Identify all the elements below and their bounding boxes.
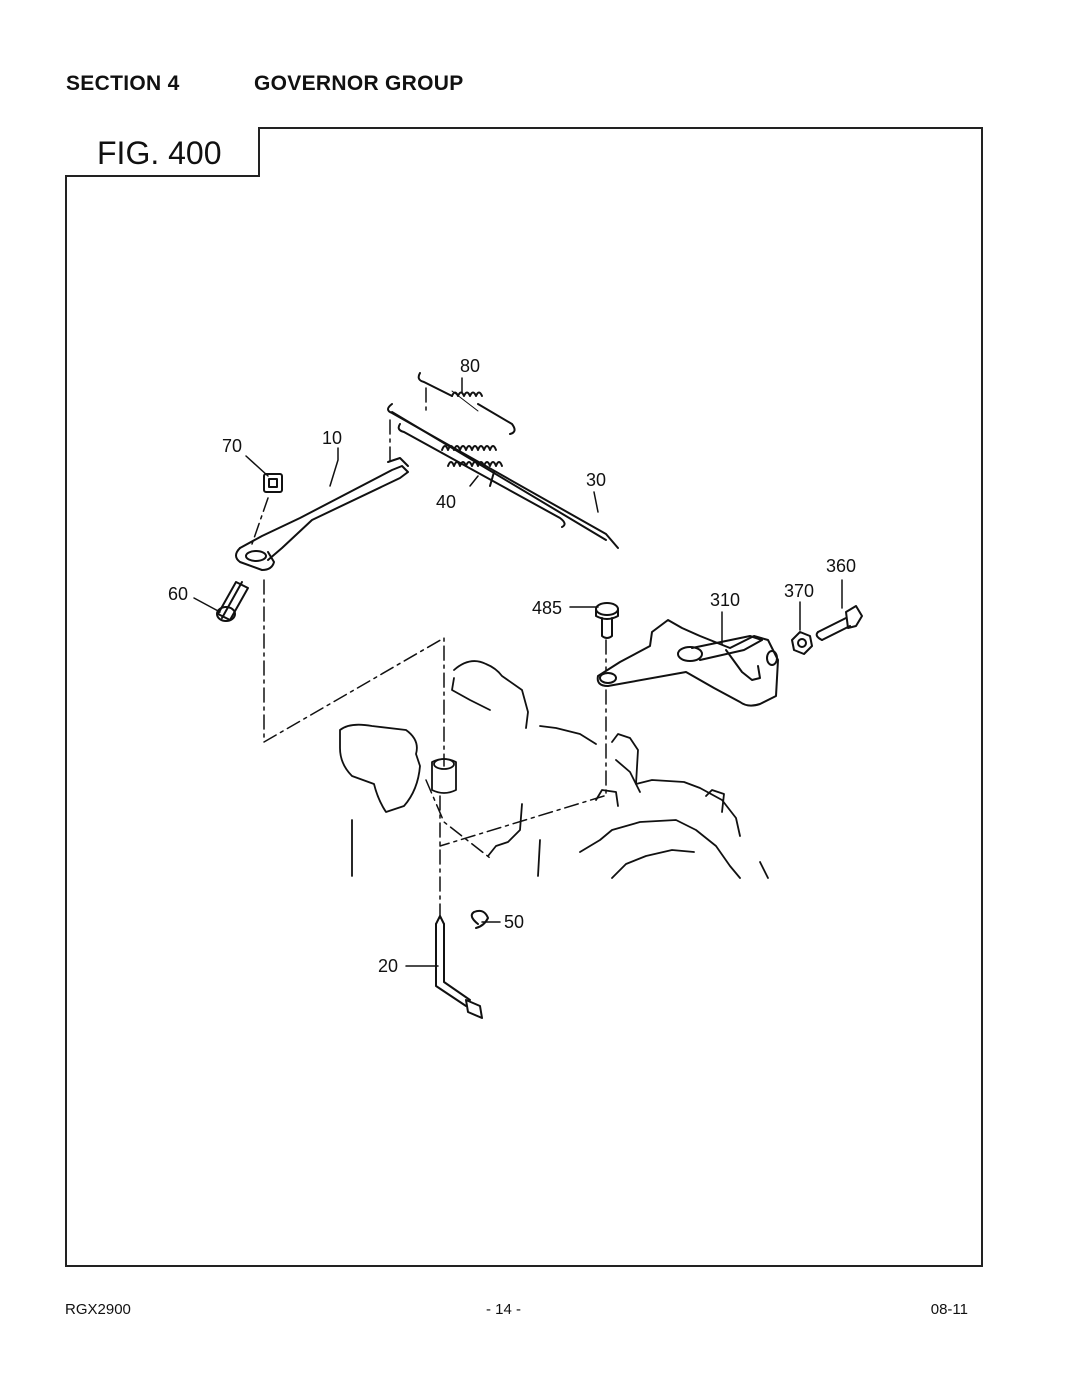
bolt-60-drawing (216, 581, 249, 622)
callout-40: 40 (436, 492, 456, 512)
footer-page-number: - 14 - (486, 1301, 522, 1318)
governor-rod-30-drawing (387, 403, 619, 549)
callout-50: 50 (504, 912, 524, 932)
spring-40-drawing (441, 445, 503, 487)
section-header: SECTION 4 GOVERNOR GROUP (66, 72, 464, 96)
callout-60: 60 (168, 584, 188, 604)
shaft-20-drawing (435, 915, 483, 1019)
figure-label-box: FIG. 400 (65, 127, 260, 177)
callout-370: 370 (784, 581, 814, 601)
section-title: GOVERNOR GROUP (254, 72, 464, 95)
clip-70-drawing (263, 473, 283, 493)
spring-80-drawing (417, 372, 516, 435)
section-number: SECTION 4 (66, 72, 180, 95)
governor-arm-10-drawing (235, 457, 409, 571)
assembly-lines (251, 387, 607, 919)
leader-lines (193, 377, 843, 967)
callout-360: 360 (826, 556, 856, 576)
callout-20: 20 (378, 956, 398, 976)
callout-485: 485 (532, 598, 562, 618)
footer-model: RGX2900 (65, 1301, 131, 1318)
clip-50-drawing (470, 909, 489, 929)
callout-labels: 70 10 80 30 40 360 60 485 310 370 50 20 (168, 356, 856, 976)
callout-310: 310 (710, 590, 740, 610)
footer-date: 08-11 (930, 1301, 968, 1318)
bolt-485-drawing (595, 602, 619, 639)
engine-outline-drawing (339, 660, 769, 879)
callout-30: 30 (586, 470, 606, 490)
bolt-360-drawing (815, 605, 863, 641)
callout-70: 70 (222, 436, 242, 456)
bracket-310-drawing (596, 619, 779, 707)
figure-label: FIG. 400 (97, 135, 222, 171)
nut-370-drawing (791, 631, 813, 655)
figure-frame: FIG. 400 (65, 127, 983, 1267)
callout-10: 10 (322, 428, 342, 448)
callout-80: 80 (460, 356, 480, 376)
